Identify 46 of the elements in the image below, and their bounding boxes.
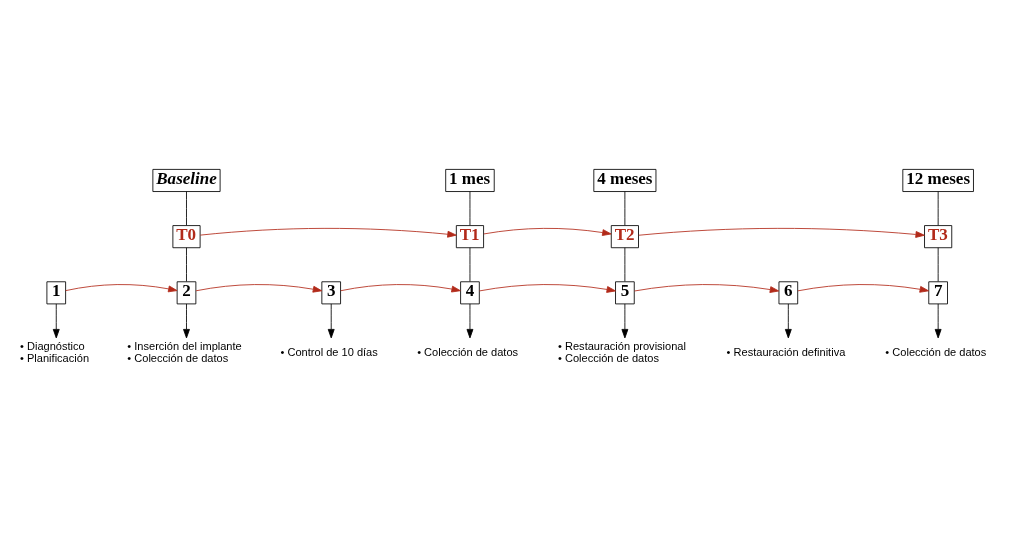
- arrow: [797, 284, 929, 293]
- connector: [937, 191, 939, 226]
- node-box: T0: [172, 225, 201, 249]
- node-text: • Restauración provisional • Colección de datos: [558, 340, 686, 365]
- node-box: 1 mes: [445, 168, 495, 192]
- arrow: [327, 303, 335, 339]
- node-box: 7: [928, 281, 948, 305]
- node-text: • Colección de datos: [417, 346, 519, 359]
- arrow: [340, 284, 461, 293]
- node-text: • Control de 10 días: [280, 346, 378, 359]
- arrow: [784, 303, 792, 339]
- connector: [624, 191, 626, 226]
- connector: [937, 247, 939, 282]
- arrow: [199, 227, 457, 238]
- arrow: [638, 227, 925, 238]
- node-text: • Diagnóstico • Planificación: [20, 340, 90, 365]
- node-box: T3: [924, 225, 953, 249]
- node-text: • Colección de datos: [885, 346, 987, 359]
- connector: [624, 247, 626, 282]
- node-box: 1: [46, 281, 67, 305]
- node-box: 4 meses: [593, 168, 657, 192]
- connector: [186, 247, 187, 282]
- node-box: 2: [176, 281, 197, 305]
- node-box: 4: [460, 281, 480, 305]
- node-text: • Inserción del implante • Colección de datos: [127, 340, 242, 365]
- arrow: [621, 303, 629, 339]
- node-box: 5: [615, 281, 635, 305]
- node-box: 12 meses: [902, 168, 974, 192]
- arrow: [183, 303, 190, 339]
- arrow: [52, 303, 60, 339]
- node-box: Baseline: [152, 168, 221, 192]
- arrow: [478, 284, 616, 293]
- connector: [469, 191, 471, 226]
- node-box: 3: [321, 281, 341, 305]
- arrow: [934, 303, 942, 339]
- connector: [186, 191, 187, 226]
- connector: [469, 247, 471, 282]
- node-box: T2: [610, 225, 639, 249]
- arrow: [65, 284, 178, 293]
- node-box: 6: [778, 281, 799, 305]
- arrow: [483, 227, 612, 236]
- node-box: T1: [455, 225, 484, 249]
- arrow: [466, 303, 474, 339]
- arrow: [634, 284, 780, 293]
- node-text: • Restauración definitiva: [726, 346, 846, 359]
- arrow: [195, 284, 323, 293]
